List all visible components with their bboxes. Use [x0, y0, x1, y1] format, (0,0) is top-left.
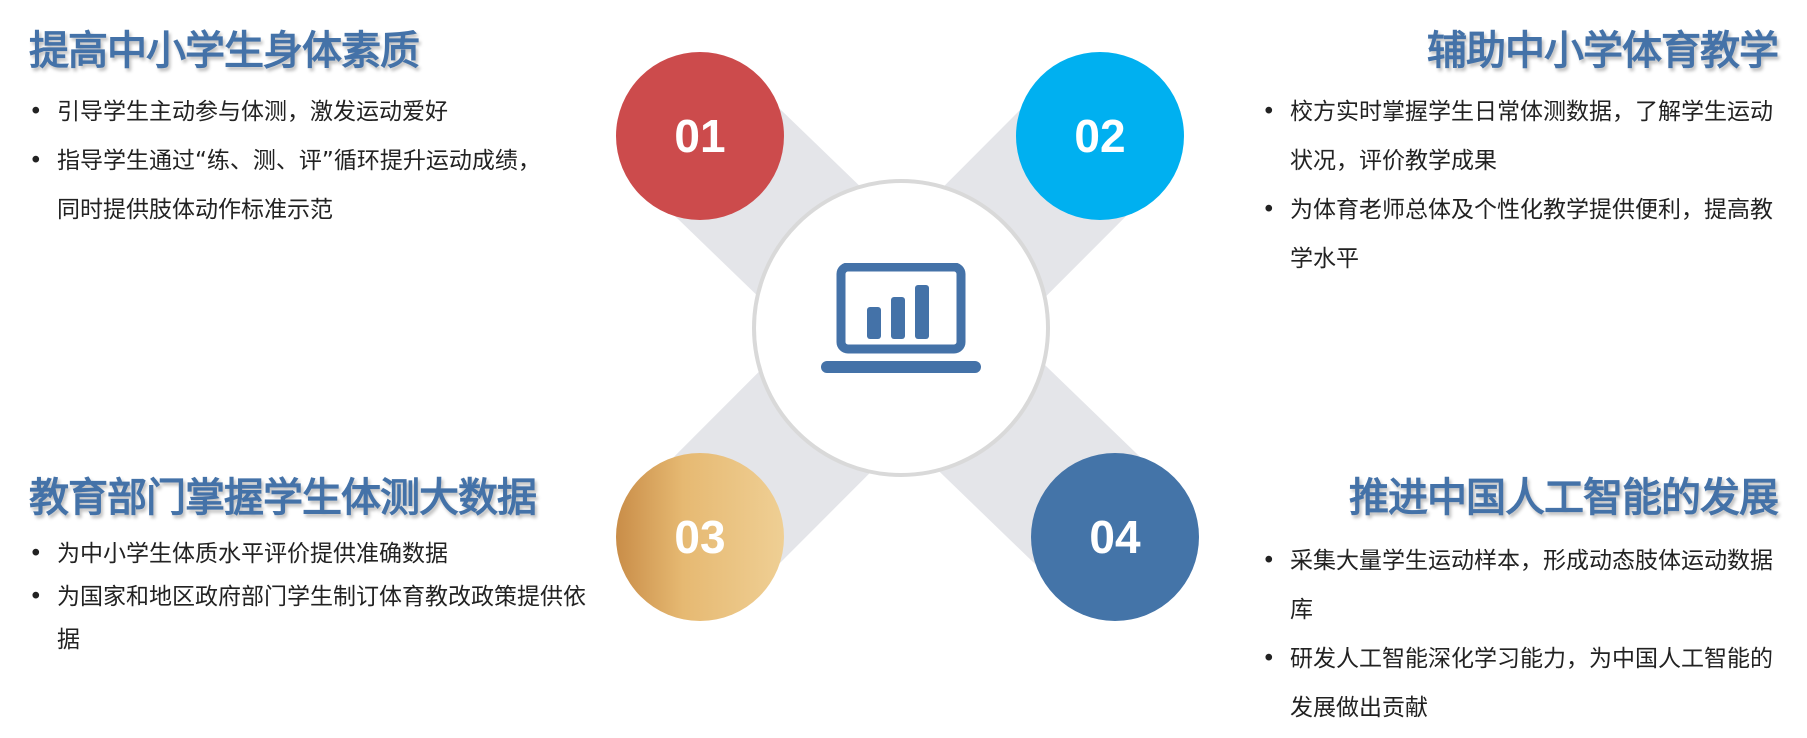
list-item: 为中小学生体质水平评价提供准确数据 [29, 533, 589, 576]
number-circle-02: 02 [1016, 52, 1184, 220]
number-label: 04 [1089, 511, 1141, 563]
list-item: 指导学生通过“练、测、评”循环提升运动成绩，同时提供肢体动作标准示范 [29, 137, 559, 235]
number-label: 02 [1074, 110, 1126, 162]
section-list-02: 校方实时掌握学生日常体测数据，了解学生运动状况，评价教学成果 为体育老师总体及个… [1262, 88, 1782, 284]
number-circle-01: 01 [616, 52, 784, 220]
number-circle-03: 03 [616, 453, 784, 621]
number-label: 03 [674, 511, 726, 563]
section-list-01: 引导学生主动参与体测，激发运动爱好 指导学生通过“练、测、评”循环提升运动成绩，… [29, 88, 559, 235]
section-list-04: 采集大量学生运动样本，形成动态肢体运动数据库 研发人工智能深化学习能力，为中国人… [1262, 537, 1782, 733]
section-title-03: 教育部门掌握学生体测大数据 [29, 475, 537, 521]
list-item: 校方实时掌握学生日常体测数据，了解学生运动状况，评价教学成果 [1262, 88, 1782, 186]
list-item: 引导学生主动参与体测，激发运动爱好 [29, 88, 559, 137]
center-circle [752, 179, 1050, 477]
list-item: 采集大量学生运动样本，形成动态肢体运动数据库 [1262, 537, 1782, 635]
list-item: 为体育老师总体及个性化教学提供便利，提高教学水平 [1262, 186, 1782, 284]
list-item: 为国家和地区政府部门学生制订体育教改政策提供依据 [29, 576, 589, 662]
section-title-04: 推进中国人工智能的发展 [1349, 475, 1779, 521]
number-label: 01 [674, 110, 726, 162]
section-title-01: 提高中小学生身体素质 [29, 28, 420, 74]
list-item: 研发人工智能深化学习能力，为中国人工智能的发展做出贡献 [1262, 635, 1782, 733]
section-title-02: 辅助中小学体育教学 [1427, 28, 1779, 74]
number-circle-04: 04 [1031, 453, 1199, 621]
section-list-03: 为中小学生体质水平评价提供准确数据 为国家和地区政府部门学生制订体育教改政策提供… [29, 533, 589, 662]
laptop-chart-icon [821, 263, 981, 373]
